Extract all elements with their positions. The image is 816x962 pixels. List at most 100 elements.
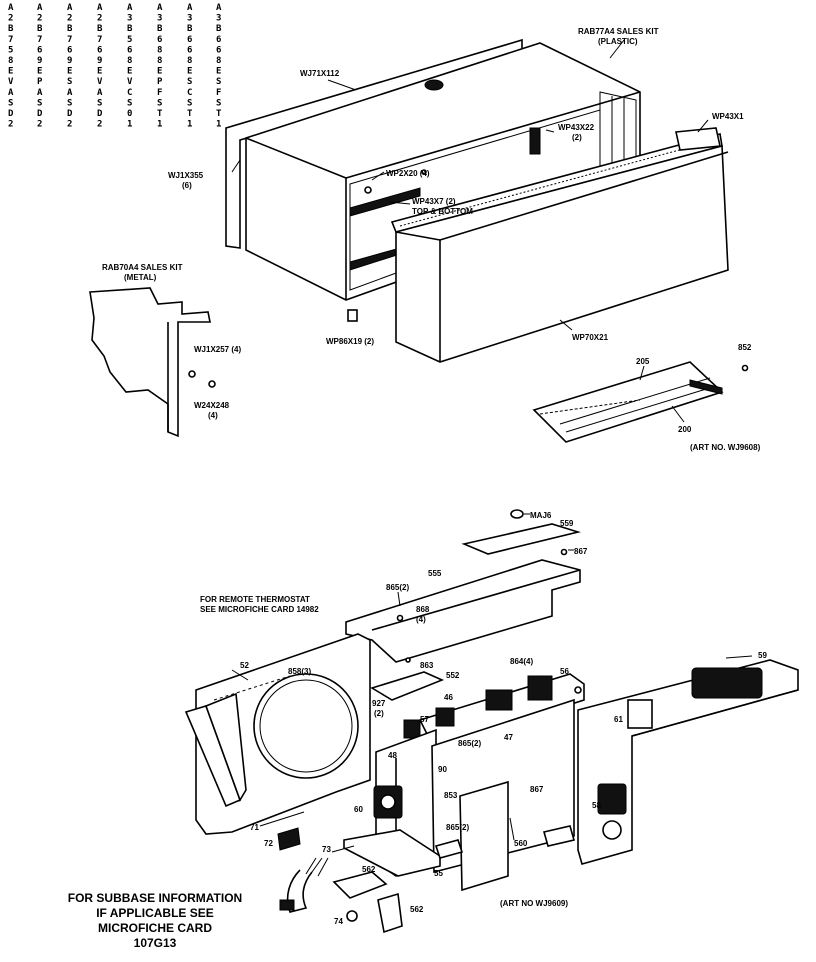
part-label-wj1x355: WJ1X355 (168, 171, 204, 180)
part-label-852: 852 (738, 343, 752, 352)
model-char: A (157, 3, 163, 13)
model-char: A (187, 3, 193, 13)
part-label: MAJ6 (530, 511, 552, 520)
model-char: T (216, 109, 222, 119)
screw-icon (405, 657, 411, 663)
model-char: D (8, 109, 14, 119)
leader-line (509, 817, 515, 841)
rail-line (565, 385, 717, 433)
part-label-wp43x1: WP43X1 (712, 112, 744, 121)
model-char: 6 (157, 35, 162, 45)
model-char: B (127, 24, 133, 34)
part-label: 61 (614, 715, 623, 724)
leader-line (545, 129, 555, 133)
part-label-rab70a4: RAB70A4 SALES KIT (102, 263, 183, 272)
model-char: 8 (187, 56, 192, 66)
model-char: S (97, 98, 102, 108)
switch-block (527, 675, 553, 701)
screw-icon (560, 548, 568, 556)
model-char: D (97, 109, 103, 119)
model-char: V (97, 77, 103, 87)
part-label: (2) (374, 709, 384, 718)
model-char: E (67, 67, 72, 77)
screw-icon (188, 370, 196, 378)
model-char: 0 (127, 109, 132, 119)
part-label: 560 (514, 839, 528, 848)
top-track (349, 187, 421, 217)
long-cover (345, 559, 581, 663)
shroud-side (204, 692, 247, 802)
part-label-wp43x22-qty: (2) (572, 133, 582, 142)
metal-side-panel (89, 287, 211, 438)
cabinet-edge (245, 137, 347, 179)
part-label-wj1x257: WJ1X257 (4) (194, 345, 241, 354)
model-char: 6 (187, 45, 192, 55)
bracket-icon (542, 825, 576, 847)
part-label: 555 (428, 569, 442, 578)
part-label-wp43x7: WP43X7 (2) (412, 197, 456, 206)
chassis-assembly (184, 509, 799, 934)
model-char: A (37, 3, 43, 13)
model-char: V (127, 77, 133, 87)
model-number-columns: A2B758EVASD2A2B769EPASD2A2B769ESASD2A2B7… (8, 3, 222, 130)
model-char: 2 (37, 120, 42, 130)
part-label: 58 (592, 801, 601, 810)
model-char: D (37, 109, 43, 119)
rail-slots (539, 399, 641, 415)
model-char: P (157, 77, 163, 87)
bracket-icon (377, 892, 403, 934)
model-char: 1 (216, 120, 221, 130)
model-char: P (37, 77, 43, 87)
model-char: D (67, 109, 73, 119)
model-char: B (8, 24, 14, 34)
model-char: 6 (216, 45, 221, 55)
switch-icon (277, 827, 301, 851)
model-char: S (127, 98, 132, 108)
model-char: E (216, 67, 221, 77)
part-label-wp86x19: WP86X19 (2) (326, 337, 374, 346)
part-label-wp2x20: WP2X20 (4) (386, 169, 430, 178)
model-char: 6 (187, 35, 192, 45)
model-char: A (67, 3, 73, 13)
handle-icon (424, 79, 444, 91)
model-char: 2 (67, 14, 72, 24)
rail-plate (532, 361, 724, 443)
part-label-rab77a4: RAB77A4 SALES KIT (578, 27, 659, 36)
model-char: C (187, 88, 192, 98)
model-char: 7 (97, 35, 102, 45)
model-char: 8 (8, 56, 13, 66)
compressor-block (691, 667, 763, 699)
model-char: B (157, 24, 163, 34)
model-char: E (8, 67, 13, 77)
small-plate (370, 671, 445, 701)
rail-end (689, 379, 723, 395)
leader-line (327, 79, 357, 91)
model-char: 1 (157, 120, 162, 130)
art-number-bottom: (ART NO WJ9609) (500, 899, 568, 908)
model-char: 2 (8, 14, 13, 24)
part-label-w24x248: W24X248 (194, 401, 230, 410)
part-label: 559 (560, 519, 574, 528)
rod-line (331, 845, 355, 853)
motor-icon (597, 783, 627, 815)
model-char: F (157, 88, 162, 98)
part-label: 865(2) (386, 583, 409, 592)
screw-icon (208, 380, 216, 388)
capacitor-icon (403, 719, 421, 739)
switch-block (485, 689, 513, 711)
leader-line (231, 159, 241, 173)
model-char: 8 (157, 45, 162, 55)
leader-line (697, 119, 709, 133)
motor-hub (380, 794, 396, 810)
model-char: A (8, 3, 14, 13)
part-label: 867 (574, 547, 588, 556)
bracket-icon (529, 127, 541, 155)
screw-icon (574, 686, 582, 694)
part-label: 47 (504, 733, 513, 742)
part-label: (4) (416, 615, 426, 624)
model-char: T (187, 109, 193, 119)
model-char: S (67, 77, 72, 87)
screw-icon (741, 364, 749, 372)
bottom-labels: MAJ6 559 867 555 865(2) 868 (4) 52 858(3… (200, 511, 767, 926)
